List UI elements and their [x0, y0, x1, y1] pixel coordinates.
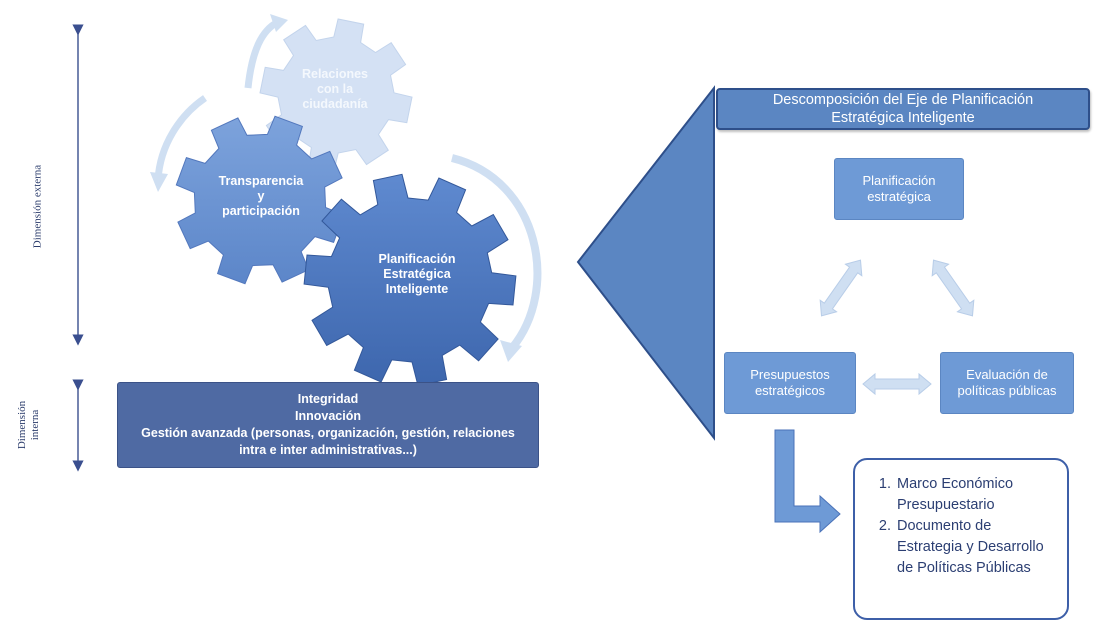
decomposition-triangle — [576, 85, 715, 441]
internal-label-line2: interna — [29, 409, 41, 441]
node-strategic-budgets-line2: estratégicos — [754, 383, 826, 398]
gear-transparency-line3: participación — [222, 204, 300, 218]
gear-citizens-line2: con la — [316, 82, 354, 96]
external-dimension-label: Dimensión externa — [31, 164, 44, 249]
gear-transparency — [175, 115, 345, 285]
documents-box: Marco Económico Presupuestario Documento… — [853, 458, 1069, 620]
elbow-arrow — [774, 429, 841, 534]
curved-arrow-left — [154, 95, 208, 181]
decomposition-title: Descomposición del Eje de Planificación … — [716, 88, 1090, 130]
gear-transparency-label: Transparencia y participación — [205, 174, 317, 219]
gear-citizens-label: Relaciones con la ciudadanía — [283, 67, 387, 112]
node-strategic-planning-line2: estratégica — [867, 189, 931, 204]
arrow-top-right — [931, 259, 975, 317]
internal-label-line1: Dimensión — [16, 400, 28, 450]
node-policy-evaluation-line2: políticas públicas — [957, 383, 1057, 398]
internal-dimension-box: Integridad Innovación Gestión avanzada (… — [117, 382, 539, 468]
arrow-top-left — [819, 259, 863, 317]
internal-dimension-label: Dimensión interna — [16, 390, 42, 460]
gear-planning-label: Planificación Estratégica Inteligente — [358, 252, 476, 297]
node-strategic-planning: Planificación estratégica — [834, 158, 964, 220]
documents-list: Marco Económico Presupuestario Documento… — [873, 474, 1057, 579]
gear-planning-line3: Inteligente — [385, 282, 449, 296]
curved-arrow-top-head — [270, 14, 288, 32]
gear-transparency-shape — [175, 115, 345, 285]
base-line2: Innovación — [295, 409, 361, 423]
node-strategic-budgets: Presupuestos estratégicos — [724, 352, 856, 414]
node-strategic-planning-line1: Planificación — [862, 173, 936, 188]
base-line3: Gestión avanzada (personas, organización… — [141, 426, 515, 440]
gear-citizens-line3: ciudadanía — [302, 97, 368, 111]
gear-intelligent-planning — [303, 173, 517, 387]
gear-planning-shape — [303, 173, 517, 387]
curved-arrow-right-head — [500, 340, 522, 362]
node-policy-evaluation: Evaluación de políticas públicas — [940, 352, 1074, 414]
arrow-bottom — [862, 372, 932, 396]
document-item-2: Documento de Estrategia y Desarrollo de … — [895, 516, 1057, 579]
gear-planning-line1: Planificación — [378, 252, 456, 266]
gear-planning-line2: Estratégica — [383, 267, 451, 281]
decomposition-title-line2: Estratégica Inteligente — [831, 110, 975, 126]
node-policy-evaluation-line1: Evaluación de — [966, 367, 1048, 382]
node-strategic-budgets-line1: Presupuestos — [750, 367, 830, 382]
gear-transparency-line1: Transparencia — [218, 174, 304, 188]
curved-arrow-left-head — [150, 172, 168, 192]
gear-citizens-line1: Relaciones — [301, 67, 368, 81]
gear-transparency-line2: y — [257, 189, 265, 203]
base-line4: intra e inter administrativas...) — [239, 443, 417, 457]
document-item-1: Marco Económico Presupuestario — [895, 474, 1057, 516]
base-line1: Integridad — [297, 392, 359, 406]
decomposition-title-line1: Descomposición del Eje de Planificación — [772, 92, 1034, 108]
curved-arrow-right — [451, 154, 542, 351]
